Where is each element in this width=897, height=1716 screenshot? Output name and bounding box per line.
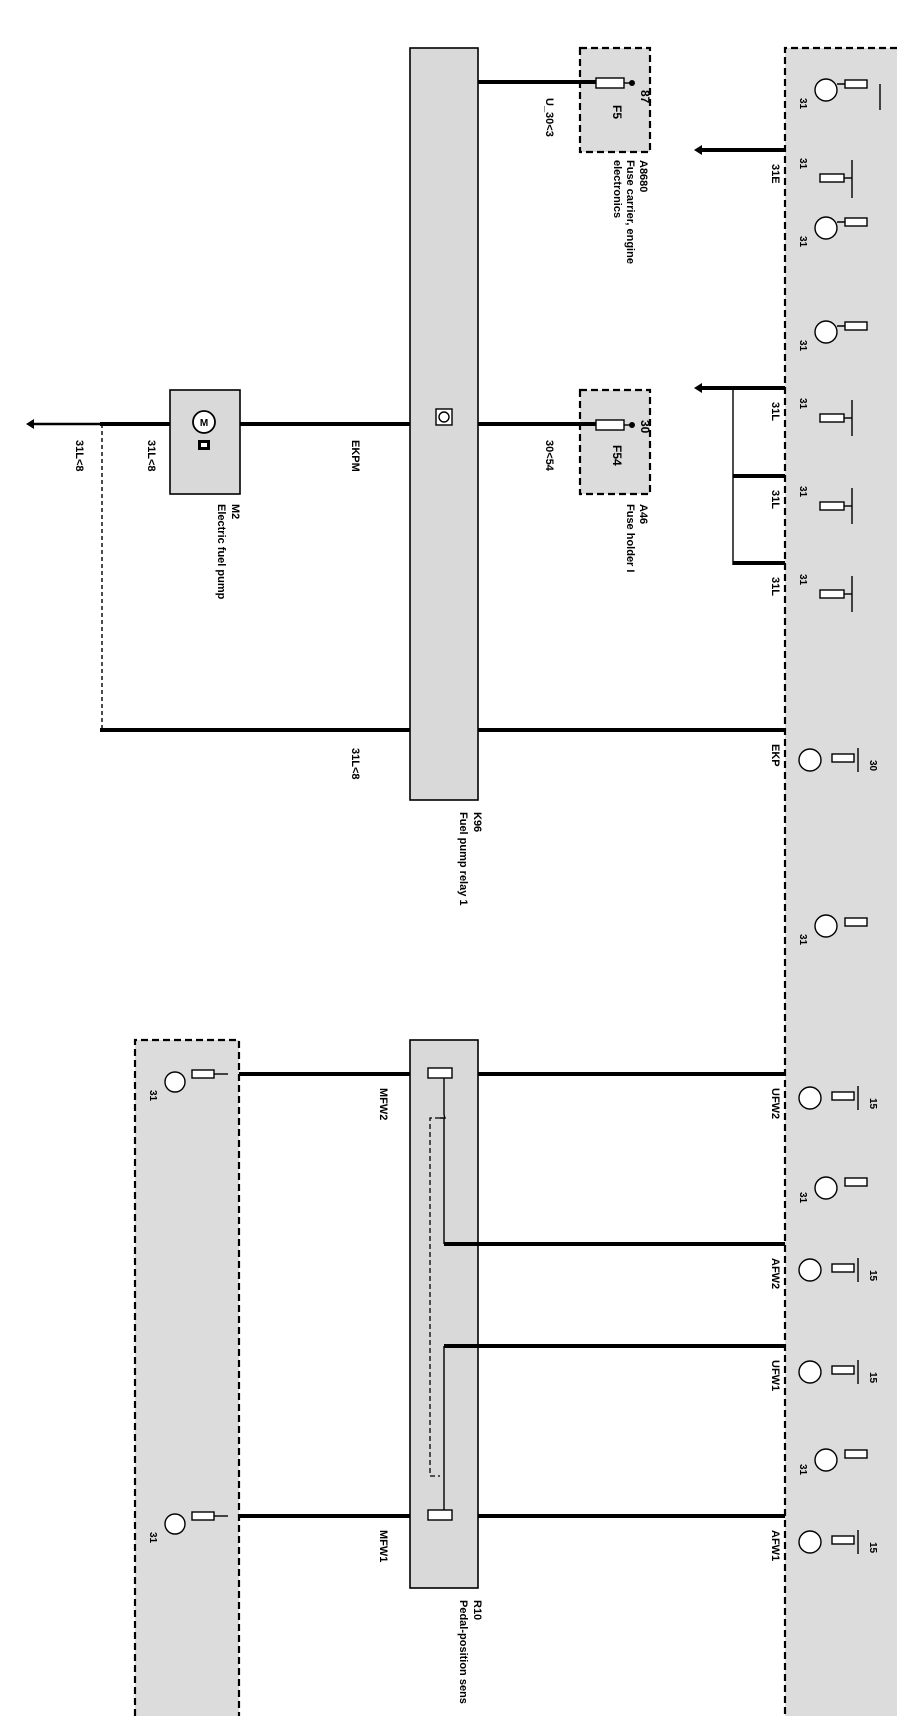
label-31l-2: 31L: [769, 490, 781, 509]
pin-15: 15: [867, 1270, 878, 1282]
pedal-ground-symbols: [164, 1069, 228, 1535]
transistor-icon: [814, 216, 868, 240]
relay-id: K96: [471, 812, 483, 832]
label-31l-pump: 31L<8: [145, 440, 157, 472]
label-afw2: AFW2: [769, 1258, 781, 1289]
fuse-f54-symbol: [595, 419, 635, 431]
pin-31: 31: [797, 574, 808, 586]
pin-15: 15: [867, 1098, 878, 1110]
pin-31: 31: [797, 486, 808, 498]
fuse-f5-pin: 87: [638, 90, 652, 104]
fuse-carrier-name-2: electronics: [611, 160, 623, 218]
ground-arrow-31e: [694, 145, 702, 155]
label-31e: 31E: [769, 164, 781, 184]
control-unit-symbols: [798, 78, 881, 1554]
fuse-holder-name: Fuse holder I: [624, 504, 636, 572]
pin-31: 31: [797, 158, 808, 170]
transistor-icon: [814, 78, 881, 110]
label-ekpm: EKPM: [349, 440, 361, 472]
fuse-carrier-id: A8680: [637, 160, 649, 192]
label-u30: U_30<3: [543, 98, 555, 137]
pin-31: 31: [797, 340, 808, 352]
wire-labels: U_30<3 30<54 EKPM 31L<8 31L<8 31L<8 31E …: [73, 98, 781, 1562]
relay-name: Fuel pump relay 1: [457, 812, 469, 906]
wires: [26, 80, 785, 1518]
label-mfw1: MFW1: [377, 1530, 389, 1562]
pin-31: 31: [797, 1192, 808, 1204]
transistor-icon: [164, 1511, 228, 1535]
pin-31: 31: [147, 1532, 158, 1544]
pump-id: M2: [229, 504, 241, 519]
sensor-id: R10: [471, 1600, 483, 1620]
transistor-icon: [798, 1258, 859, 1282]
resistor-icon: [819, 160, 853, 198]
motor-icon: M: [192, 410, 216, 450]
pump-name: Electric fuel pump: [215, 504, 227, 600]
fuse-holder-id: A46: [637, 504, 649, 524]
pin-31: 31: [797, 1464, 808, 1476]
label-ekp: EKP: [769, 744, 781, 767]
relay-symbol-icon: [435, 408, 453, 426]
pin-15: 15: [867, 1372, 878, 1384]
pin-30: 30: [867, 760, 878, 772]
fuel-pump-relay-k96: K96 Fuel pump relay 1: [409, 47, 483, 906]
fuse-f54-label: F54: [610, 445, 624, 466]
label-ufw1: UFW1: [769, 1360, 781, 1391]
pin-15: 15: [867, 1542, 878, 1554]
resistor-icon: [819, 400, 853, 436]
sensor-name: Pedal-position sens: [457, 1600, 469, 1704]
pin-labels: 31 31 31 31 31 31 31 30 31 15 31 15 15 3…: [147, 98, 878, 1554]
motor-symbol: M: [200, 418, 208, 429]
label-ufw2: UFW2: [769, 1088, 781, 1119]
label-31l-relay: 31L<8: [349, 748, 361, 780]
fuse-carrier-a8680: 87 F5 A8680 Fuse carrier, engine electro…: [578, 46, 652, 264]
transistor-icon: [798, 748, 859, 772]
electric-fuel-pump-m2: M M2 Electric fuel pump: [169, 389, 241, 600]
pedal-sensor-ground-block: [133, 1038, 241, 1716]
potentiometer-2-icon: [427, 1067, 453, 1244]
pin-31: 31: [797, 934, 808, 946]
transistor-icon: [814, 320, 868, 344]
fuse-f5-label: F5: [610, 105, 624, 119]
label-31l-1: 31L: [769, 402, 781, 421]
transistor-icon: [798, 1086, 859, 1110]
transistor-icon: [814, 914, 868, 938]
transistor-icon: [814, 1448, 868, 1472]
pedal-position-sensor-r10: R10 Pedal-position sens: [409, 1039, 483, 1704]
pin-31: 31: [797, 98, 808, 110]
label-31l-3: 31L: [769, 577, 781, 596]
ground-arrow-31l: [694, 383, 702, 393]
pin-31: 31: [147, 1090, 158, 1102]
pin-31: 31: [797, 236, 808, 248]
transistor-icon: [798, 1360, 859, 1384]
potentiometer-1-icon: [427, 1346, 453, 1521]
transistor-icon: [798, 1530, 859, 1554]
label-30-54: 30<54: [543, 440, 555, 472]
label-mfw2: MFW2: [377, 1088, 389, 1120]
resistor-icon: [819, 488, 853, 524]
pin-31: 31: [797, 398, 808, 410]
transistor-icon: [814, 1176, 868, 1200]
label-31l-ground: 31L<8: [73, 440, 85, 472]
transistor-icon: [164, 1069, 228, 1093]
label-afw1: AFW1: [769, 1530, 781, 1561]
resistor-icon: [819, 576, 853, 612]
fuse-holder-a46: 30 F54 A46 Fuse holder I: [578, 388, 652, 572]
fuse-f54-pin: 30: [638, 420, 652, 434]
fuse-carrier-name: Fuse carrier, engine: [624, 160, 636, 264]
ground-arrow-left: [26, 419, 34, 429]
